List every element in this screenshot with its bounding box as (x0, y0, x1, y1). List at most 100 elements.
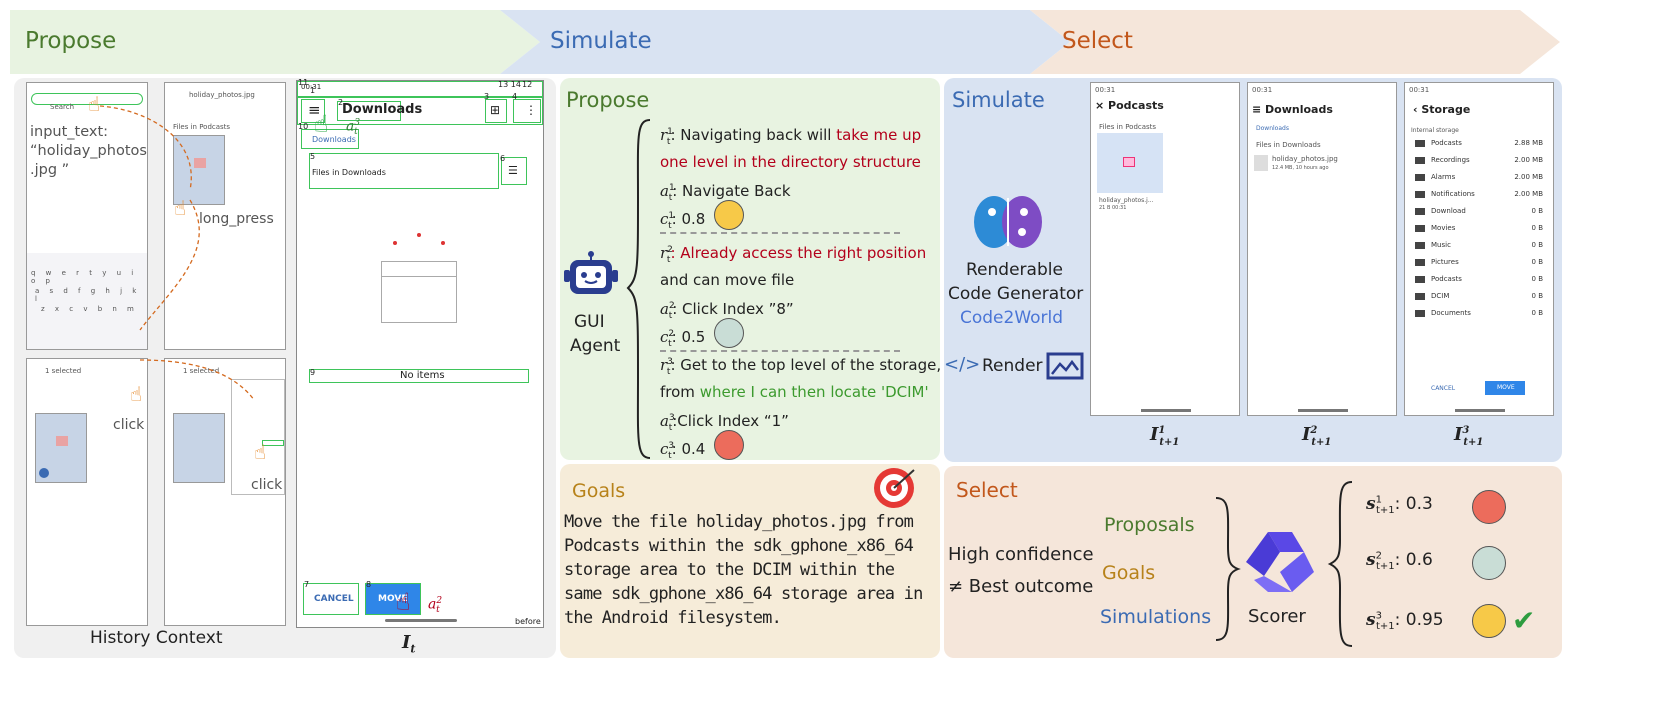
simulated-screen-3: 00:31 ‹ Storage Internal storage Podcast… (1404, 82, 1554, 416)
neutral-face-icon (1472, 546, 1506, 580)
goals-title: Goals (572, 480, 626, 502)
stage-select: Select (1062, 28, 1133, 54)
long-press-annotation: long_press (199, 211, 274, 227)
target-icon (874, 468, 915, 508)
neutral-face-icon (714, 318, 744, 348)
score-3: s3t+1: 0.95 (1366, 610, 1444, 633)
simulated-screen-1: 00:31 × Podcasts Files in Podcasts holid… (1090, 82, 1240, 416)
confidence-3: c3t: 0.4 (660, 440, 706, 461)
click-annotation-2: click (251, 477, 283, 493)
files-label: Files in Downloads (312, 168, 386, 177)
no-items-label: No items (400, 370, 445, 381)
angry-face-icon (714, 430, 744, 460)
scorer-label: Scorer (1248, 606, 1306, 627)
more-button[interactable]: ⋮ (513, 99, 541, 123)
stage-propose: Propose (25, 28, 117, 54)
generator-line-1: Renderable (966, 260, 1063, 280)
simulated-screen-2: 00:31 ≡ Downloads Downloads Files in Dow… (1247, 82, 1397, 416)
history-phone-1: Search input_text: “holiday_photos .jpg … (26, 82, 148, 350)
keyboard[interactable]: q w e r t y u i o p a s d f g h j k l z … (27, 253, 147, 349)
search-field[interactable]: Search (31, 93, 143, 111)
view-toggle[interactable]: ☰ (501, 157, 527, 185)
current-caption: It (402, 632, 416, 656)
hand-pointer-icon: ☝ (254, 440, 267, 464)
hamburger-button[interactable]: ≡ (301, 99, 325, 123)
hand-pointer-icon: ☝ (174, 196, 187, 220)
confidence-1: c1t: 0.8 (660, 210, 706, 231)
score-1: s1t+1: 0.3 (1366, 494, 1433, 517)
happy-face-icon (1472, 604, 1506, 638)
simulations-label: Simulations (1100, 606, 1212, 628)
render-label: Render (982, 356, 1043, 376)
action-3: a3t:Click Index “1” (660, 412, 789, 433)
best-outcome-label: ≠ Best outcome (948, 576, 1094, 597)
reasoning-1: r1t: Navigating back will take me up one… (660, 126, 922, 171)
hand-pointer-icon: ☝ (396, 588, 411, 616)
photo-thumbnail-selected[interactable] (35, 413, 87, 483)
generator-line-2: Code Generator (948, 284, 1084, 304)
action-2: a2t: Click Index ”8” (660, 300, 794, 321)
reasoning-3: r3t: Get to the top level of the storage… (660, 356, 942, 401)
agent-label-2: Agent (570, 336, 621, 356)
simulate-panel-title: Simulate (952, 88, 1045, 112)
brace (626, 119, 651, 459)
high-confidence-label: High confidence (948, 544, 1094, 565)
cancel-button[interactable]: CANCEL (303, 583, 359, 615)
hand-pointer-icon: ☝ (88, 92, 101, 116)
brace-right (1215, 497, 1241, 641)
new-folder-button[interactable]: ⊞ (485, 99, 507, 123)
history-phone-2: holiday_photos.jpg Files in Podcasts lon… (164, 82, 286, 350)
action-2-label: a2t (428, 596, 443, 616)
hand-pointer-icon: ☝ (130, 382, 143, 406)
stage-arrow-bar (10, 10, 1560, 74)
action-3-label: a3t (346, 118, 361, 138)
click-annotation-1: click (113, 417, 145, 433)
history-phone-3: 1 selected click (26, 358, 148, 626)
propose-panel (560, 78, 940, 460)
input-text-annotation: input_text: “holiday_photos .jpg ” (30, 124, 147, 178)
breadcrumb[interactable]: Downloads (301, 129, 359, 149)
sim-caption-2: I2t+1 (1302, 424, 1332, 448)
hand-pointer-icon: ☝ (314, 110, 329, 138)
stage-simulate: Simulate (550, 28, 652, 54)
current-title: Downloads (342, 102, 423, 117)
generator-name: Code2World (960, 308, 1064, 328)
happy-face-icon (714, 200, 744, 230)
empty-folder-illustration (381, 261, 457, 323)
brace-score (1327, 481, 1353, 647)
move-button[interactable]: MOVE (365, 583, 421, 615)
code-icon: </> (944, 354, 981, 375)
current-screen: 00:31 ≡ Downloads ⊞ ⋮ Downloads Files in… (296, 80, 544, 628)
image-icon (1046, 352, 1084, 380)
angry-face-icon (1472, 490, 1506, 524)
checkmark-icon: ✔ (1512, 604, 1536, 637)
score-2: s2t+1: 0.6 (1366, 550, 1433, 573)
select-panel-title: Select (956, 478, 1018, 502)
history-phone-4: 1 selected click (164, 358, 286, 626)
robot-icon (564, 251, 618, 294)
goals-label: Goals (1102, 562, 1156, 584)
scorer-logo-icon (1246, 532, 1314, 592)
history-trace (99, 105, 255, 400)
propose-panel-title: Propose (566, 88, 650, 112)
reasoning-2: r2t: Already access the right position a… (660, 244, 927, 289)
proposals-label: Proposals (1104, 514, 1195, 536)
agent-label-1: GUI (574, 312, 605, 332)
goal-text: Move the file holiday_photos.jpg from Po… (564, 512, 923, 628)
sim-caption-3: I3t+1 (1454, 424, 1484, 448)
confidence-2: c2t: 0.5 (660, 328, 706, 349)
action-1: a1t: Navigate Back (660, 182, 791, 203)
context-menu[interactable] (231, 379, 285, 495)
sim-caption-1: I1t+1 (1150, 424, 1180, 448)
